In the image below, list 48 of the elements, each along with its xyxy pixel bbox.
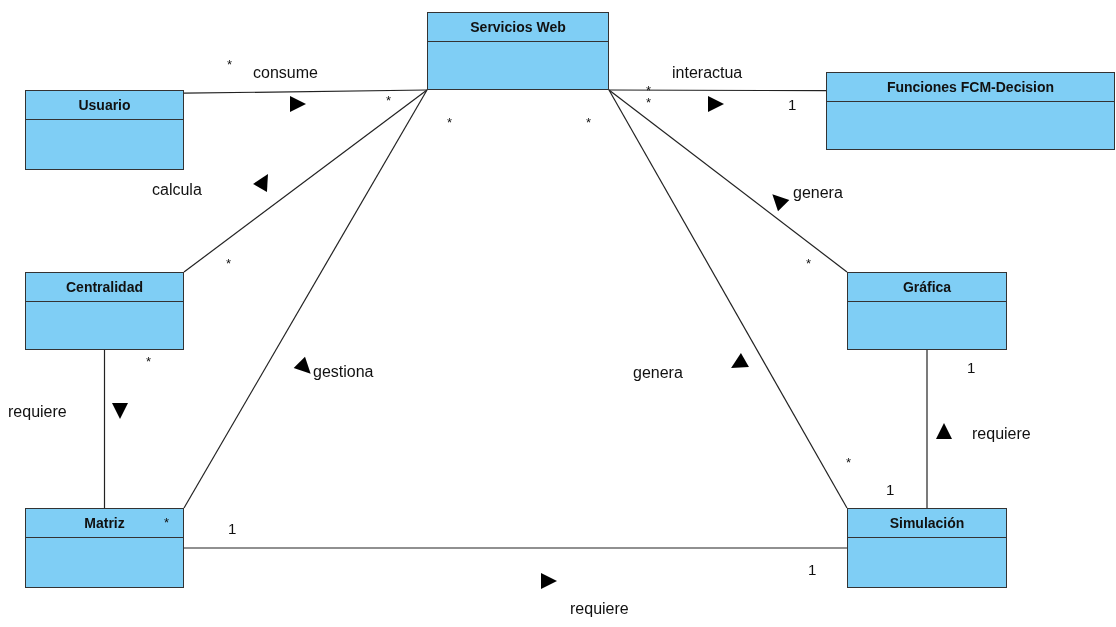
edge-label: interactua bbox=[672, 64, 743, 82]
association-line bbox=[183, 89, 428, 509]
multiplicity: * bbox=[386, 94, 392, 107]
multiplicity: 1 bbox=[967, 360, 976, 375]
class-box bbox=[847, 508, 1007, 588]
class-name: Funciones FCM-Decision bbox=[886, 79, 1055, 95]
class-name: Servicios Web bbox=[470, 19, 566, 35]
association-line bbox=[103, 349, 106, 509]
multiplicity: * bbox=[646, 84, 652, 97]
association-line bbox=[608, 89, 848, 273]
class-box bbox=[25, 508, 184, 588]
association-line bbox=[926, 349, 928, 509]
multiplicity: 1 bbox=[808, 562, 817, 577]
class-name: Gráfica bbox=[902, 279, 952, 295]
association-line bbox=[183, 89, 428, 273]
multiplicity: * bbox=[227, 58, 233, 71]
edge-label: gestiona bbox=[313, 363, 374, 381]
multiplicity: * bbox=[164, 516, 170, 529]
multiplicity: * bbox=[146, 355, 152, 368]
class-box bbox=[847, 272, 1007, 350]
class-name: Centralidad bbox=[66, 279, 143, 295]
class-box bbox=[427, 12, 609, 90]
association-line bbox=[608, 89, 827, 92]
class-name: Simulación bbox=[889, 515, 965, 531]
edge-label: calcula bbox=[152, 181, 202, 199]
association-line bbox=[608, 89, 848, 509]
association-line bbox=[183, 89, 428, 94]
edge-label: consume bbox=[253, 64, 318, 82]
multiplicity: 1 bbox=[886, 482, 895, 497]
multiplicity: * bbox=[226, 257, 232, 270]
multiplicity: 1 bbox=[228, 521, 237, 536]
edge-label: requiere bbox=[570, 600, 629, 618]
multiplicity: * bbox=[586, 116, 592, 129]
multiplicity: * bbox=[646, 96, 652, 109]
class-box bbox=[25, 90, 184, 170]
multiplicity: * bbox=[806, 257, 812, 270]
edge-label: requiere bbox=[8, 403, 67, 421]
class-name: Usuario bbox=[78, 97, 131, 113]
class-name: Matriz bbox=[84, 515, 125, 531]
association-line bbox=[183, 547, 848, 549]
multiplicity: * bbox=[447, 116, 453, 129]
edge-label: genera bbox=[633, 364, 683, 382]
edge-label: genera bbox=[793, 184, 843, 202]
edge-label: requiere bbox=[972, 425, 1031, 443]
multiplicity: 1 bbox=[788, 97, 797, 112]
class-box bbox=[826, 72, 1115, 150]
multiplicity: * bbox=[846, 456, 852, 469]
class-box bbox=[25, 272, 184, 350]
